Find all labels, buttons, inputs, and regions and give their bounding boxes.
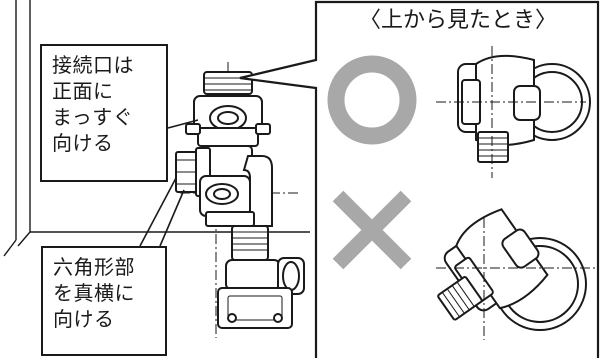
- incorrect-cross-mark: [332, 190, 412, 270]
- callout-line: 向ける: [52, 131, 114, 155]
- callout-line: 六角形部: [53, 255, 135, 279]
- faucet-assembly: [175, 71, 305, 329]
- leader-lines: [139, 119, 199, 247]
- callout-line: を真横に: [53, 281, 135, 305]
- correct-view-centerlines: [436, 46, 586, 178]
- incorrect-top-view-fitting: [437, 208, 587, 331]
- callout-line: 向ける: [53, 307, 115, 331]
- top-view-title: 〈上から見たとき〉: [358, 8, 557, 33]
- hex-part-callout: 六角形部 を真横に 向ける: [41, 246, 167, 356]
- connection-port-callout: 接続口は 正面に まっすぐ 向ける: [40, 44, 168, 182]
- callout-line: 接続口は: [52, 53, 134, 77]
- callout-line: 正面に: [52, 79, 114, 103]
- callout-line: まっすぐ: [52, 105, 134, 129]
- correct-circle-mark: [327, 55, 417, 145]
- incorrect-view-centerlines: [436, 218, 596, 340]
- wall-lines: [3, 0, 310, 257]
